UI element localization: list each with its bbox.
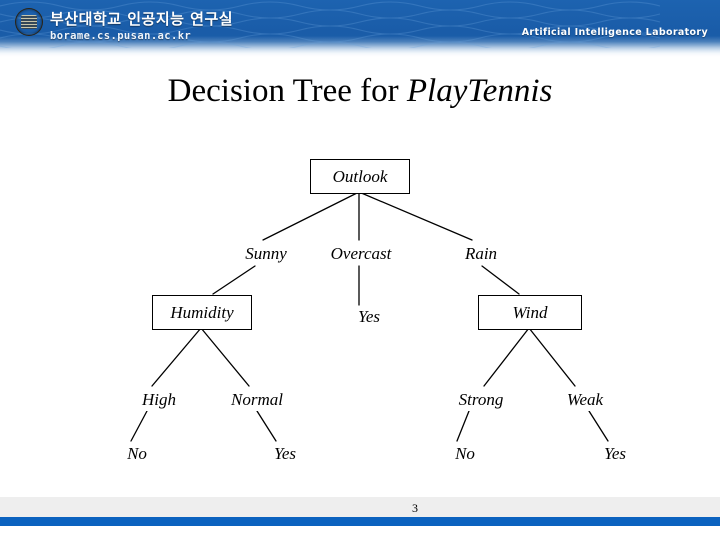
tree-edge-wind-weak	[528, 327, 576, 387]
tree-edge-label-sunny: Sunny	[233, 243, 299, 265]
tree-edge-label-strong: Strong	[445, 389, 517, 411]
university-seal-icon	[16, 9, 42, 35]
tree-node-humidity: Humidity	[152, 295, 252, 330]
tree-leaf-yes-weak: Yes	[592, 443, 638, 465]
footer-gray-band	[0, 497, 720, 517]
tree-node-outlook: Outlook	[310, 159, 410, 194]
university-seal-inner	[21, 15, 37, 29]
tree-edge-weak-yes	[588, 410, 609, 442]
tree-edge-label-weak: Weak	[553, 389, 617, 411]
footer-white-band	[0, 526, 720, 540]
header-org-url: borame.cs.pusan.ac.kr	[50, 30, 192, 42]
tree-edge-label-overcast: Overcast	[316, 243, 406, 265]
page-title: Decision Tree for PlayTennis	[0, 73, 720, 110]
tree-edge-humidity-normal	[200, 327, 250, 387]
tree-edge-wind-strong	[483, 327, 530, 387]
tree-edge-strong-no	[456, 410, 470, 442]
tree-edge-label-normal: Normal	[218, 389, 296, 411]
tree-leaf-yes-overcast: Yes	[345, 306, 393, 328]
page-title-emphasis: PlayTennis	[406, 73, 553, 109]
footer-accent-bar	[0, 517, 720, 526]
header-org-name: 부산대학교 인공지능 연구실	[50, 10, 234, 28]
tree-edge-humidity-high	[151, 327, 202, 387]
tree-edge-outlook-sunny	[262, 191, 360, 241]
tree-edge-high-no	[130, 410, 148, 442]
tree-node-wind: Wind	[478, 295, 582, 330]
tree-leaf-no-high: No	[116, 443, 158, 465]
page-title-plain: Decision Tree for	[167, 73, 407, 109]
header-banner: 부산대학교 인공지능 연구실 borame.cs.pusan.ac.kr Art…	[0, 0, 720, 58]
tree-edge-outlook-rain	[358, 191, 473, 241]
tree-edge-label-rain: Rain	[454, 243, 508, 265]
tree-edge-sunny-humidity	[212, 265, 256, 295]
tree-leaf-no-strong: No	[444, 443, 486, 465]
tree-edge-rain-wind	[481, 265, 520, 295]
tree-edge-label-high: High	[131, 389, 187, 411]
page-number: 3	[412, 501, 418, 515]
tree-leaf-yes-normal: Yes	[262, 443, 308, 465]
header-wave-pattern	[0, 1, 661, 48]
tree-edge-normal-yes	[256, 410, 277, 442]
header-lab-name: Artificial Intelligence Laboratory	[521, 27, 708, 38]
